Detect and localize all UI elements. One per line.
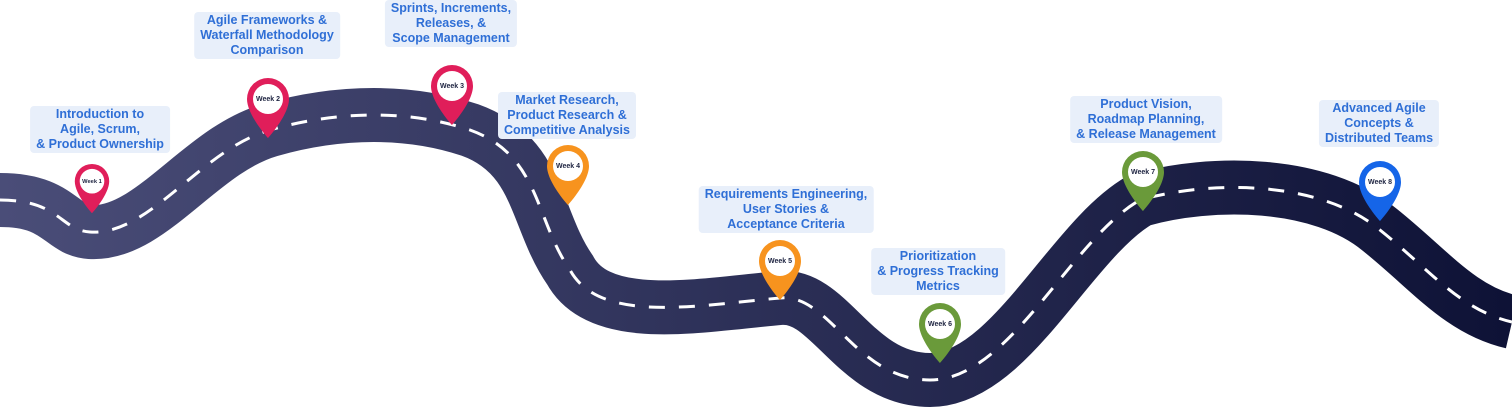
week-label: Week 2 xyxy=(256,95,280,103)
label-line: Concepts & xyxy=(1344,116,1414,130)
week-label: Week 5 xyxy=(768,257,792,265)
label-line: & Product Ownership xyxy=(36,137,164,151)
label-line: Roadmap Planning, xyxy=(1087,112,1205,126)
milestone-label-week-2: Agile Frameworks & Waterfall Methodology… xyxy=(194,12,340,59)
label-line: Agile Frameworks & xyxy=(206,13,328,27)
milestone-label-week-1: Introduction to Agile, Scrum, & Product … xyxy=(30,106,170,153)
map-pin-icon xyxy=(547,144,589,205)
milestone-label-week-7: Product Vision, Roadmap Planning, & Rele… xyxy=(1070,96,1222,143)
label-line: & Release Management xyxy=(1076,127,1216,141)
label-line: Advanced Agile xyxy=(1332,101,1426,115)
week-label: Week 6 xyxy=(928,320,952,328)
label-line: Requirements Engineering, xyxy=(704,187,868,201)
label-line: Comparison xyxy=(230,43,304,57)
milestone-label-week-4: Market Research, Product Research & Comp… xyxy=(498,92,636,139)
milestone-label-week-5: Requirements Engineering, User Stories &… xyxy=(698,186,874,233)
label-line: User Stories & xyxy=(742,202,830,216)
label-line: Releases, & xyxy=(415,16,487,30)
label-line: Waterfall Methodology xyxy=(200,28,334,42)
label-line: Market Research, xyxy=(515,93,619,107)
map-pin-icon xyxy=(1359,160,1401,221)
label-line: Product Vision, xyxy=(1100,97,1192,111)
map-pin-icon xyxy=(431,64,473,125)
week-label: Week 3 xyxy=(440,82,464,90)
map-pin-icon xyxy=(247,77,289,138)
week-label: Week 1 xyxy=(82,178,102,185)
label-line: Product Research & xyxy=(507,108,627,122)
week-3-pin: Week 3 xyxy=(428,64,476,126)
label-line: Distributed Teams xyxy=(1324,131,1434,145)
map-pin-icon xyxy=(919,302,961,363)
label-line: Scope Management xyxy=(392,31,510,45)
label-line: Competitive Analysis xyxy=(504,123,630,137)
label-line: Introduction to xyxy=(55,107,145,121)
week-label: Week 7 xyxy=(1131,168,1155,176)
week-5-pin: Week 5 xyxy=(756,239,804,301)
label-line: Acceptance Criteria xyxy=(727,217,845,231)
label-line: & Progress Tracking xyxy=(877,264,999,278)
week-4-pin: Week 4 xyxy=(544,144,592,206)
map-pin-icon xyxy=(759,239,801,300)
map-pin-icon xyxy=(74,163,110,214)
label-line: Agile, Scrum, xyxy=(60,122,140,136)
week-label: Week 4 xyxy=(556,162,580,170)
week-8-pin: Week 8 xyxy=(1356,160,1404,222)
label-line: Metrics xyxy=(916,279,960,293)
map-pin-icon xyxy=(1122,150,1164,211)
week-2-pin: Week 2 xyxy=(244,77,292,139)
milestone-label-week-6: Prioritization & Progress Tracking Metri… xyxy=(871,248,1005,295)
week-label: Week 8 xyxy=(1368,178,1392,186)
week-6-pin: Week 6 xyxy=(916,302,964,364)
milestone-label-week-8: Advanced Agile Concepts & Distributed Te… xyxy=(1318,100,1440,147)
week-1-pin: Week 1 xyxy=(72,163,111,214)
road-center-dashes xyxy=(0,113,1512,382)
milestone-label-week-3: Sprints, Increments, Releases, & Scope M… xyxy=(384,0,518,47)
label-line: Prioritization xyxy=(899,249,977,263)
label-line: Sprints, Increments, xyxy=(390,1,512,15)
week-7-pin: Week 7 xyxy=(1119,150,1167,212)
